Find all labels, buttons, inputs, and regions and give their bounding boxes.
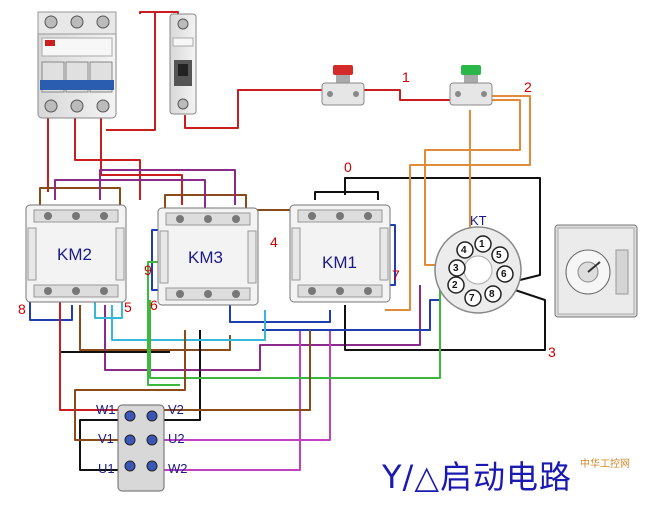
wire-label-6: 6	[150, 297, 158, 313]
wire-label-0: 0	[344, 159, 352, 175]
wire-purple-3	[104, 285, 421, 371]
wire-label-3: 3	[548, 344, 556, 360]
wire-black-3	[344, 289, 546, 351]
pin-2: 2	[452, 280, 458, 291]
wire-black-u1	[79, 330, 201, 471]
pin-1: 1	[479, 239, 485, 250]
wire-blue-kt	[262, 299, 440, 331]
wire-purple-2	[99, 169, 236, 205]
wire-red-ctrl	[106, 12, 156, 131]
diagram-title: Y/△启动电路	[382, 458, 572, 496]
watermark: 中华工控网	[580, 459, 630, 470]
pin-4: 4	[461, 245, 467, 256]
wire-green-2	[147, 261, 180, 386]
km2-label: KM2	[57, 245, 92, 264]
wire-label-9: 9	[144, 262, 152, 278]
contactor-km3	[157, 207, 259, 306]
wire-blue-km3	[151, 229, 160, 291]
terminal-u1: U1	[98, 461, 115, 476]
terminal-u2: U2	[168, 431, 185, 446]
kt-label: KT	[470, 213, 487, 228]
wire-label-1: 1	[402, 69, 410, 85]
terminal-w1: W1	[96, 402, 116, 417]
wire-label-2: 2	[524, 79, 532, 95]
wire-red-l3	[100, 118, 183, 205]
control-breaker	[169, 13, 197, 115]
wire-purple-1	[54, 179, 206, 208]
wire-blue-km3-km1	[229, 305, 331, 323]
terminal-w2: W2	[168, 461, 188, 476]
contactor-km1	[289, 204, 391, 303]
wire-label-4: 4	[270, 234, 278, 250]
contactor-km2	[25, 204, 127, 303]
pin-6: 6	[501, 269, 507, 280]
km1-label: KM1	[322, 253, 357, 272]
wire-brown-v1	[74, 330, 186, 441]
wire-blue-km2	[29, 300, 73, 321]
main-breaker	[37, 11, 117, 119]
wire-red-w1	[59, 300, 120, 411]
pin-5: 5	[496, 250, 502, 261]
km3-label: KM3	[188, 248, 223, 267]
terminal-v1: V1	[98, 431, 114, 446]
wire-label-8: 8	[18, 301, 26, 317]
wire-label-5: 5	[124, 299, 132, 315]
wire-brown-bottom	[79, 305, 231, 351]
wire-label-7: 7	[392, 267, 400, 283]
terminal-v2: V2	[168, 402, 184, 417]
wire-red-1	[362, 89, 455, 101]
wire-cyan-long	[111, 305, 266, 341]
wire-cyan-km2	[94, 300, 123, 319]
pin-3: 3	[453, 263, 459, 274]
start-button	[449, 65, 493, 106]
wire-black-km1	[314, 191, 379, 200]
wire-magenta-w2	[155, 330, 301, 471]
wire-red-to-stop	[184, 89, 322, 129]
time-relay-socket	[434, 226, 522, 314]
wire-brown-v2	[155, 330, 311, 411]
timer-unit	[554, 224, 638, 318]
pin-7: 7	[469, 293, 475, 304]
motor-terminal-box	[117, 404, 165, 492]
wire-brown-km2	[39, 187, 121, 205]
stop-button	[321, 65, 365, 106]
pin-8: 8	[489, 289, 495, 300]
wire-orange-2	[424, 99, 521, 266]
wire-black-0	[344, 177, 541, 281]
wire-magenta-u2	[155, 330, 331, 441]
